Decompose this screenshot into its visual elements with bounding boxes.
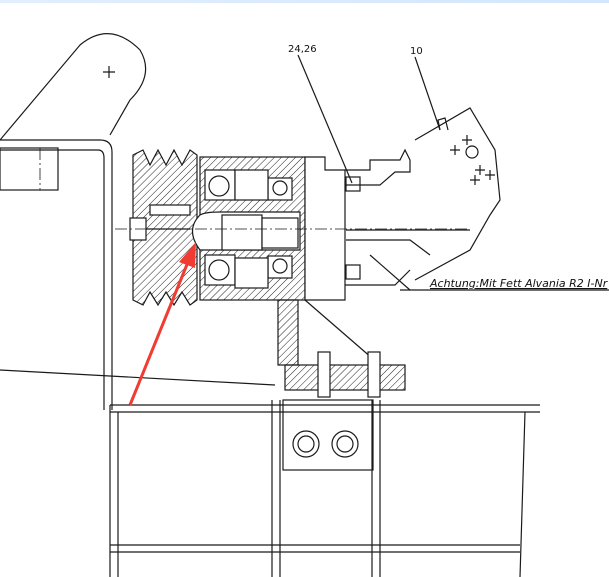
annotation-arrow bbox=[128, 242, 196, 406]
bracket-arm bbox=[0, 33, 147, 141]
bolt-bottom bbox=[345, 264, 361, 280]
hole-mark bbox=[103, 66, 115, 78]
leader-10 bbox=[414, 56, 441, 131]
left-plate bbox=[0, 147, 59, 191]
top-bar bbox=[0, 0, 609, 3]
grease-note: Achtung:Mit Fett Alvania R2 I-Nr bbox=[429, 277, 609, 290]
bearing-top-left bbox=[204, 169, 236, 201]
right-bracket bbox=[414, 107, 501, 281]
frame-left bbox=[0, 139, 113, 410]
callout-10: 10 bbox=[410, 46, 423, 57]
lower-frame bbox=[109, 400, 540, 577]
callout-24-26: 24,26 bbox=[288, 44, 317, 55]
bolt-top bbox=[345, 176, 361, 192]
pulley bbox=[132, 148, 198, 307]
flange bbox=[304, 156, 346, 301]
support-post bbox=[277, 299, 299, 366]
leader-24-26 bbox=[297, 54, 353, 184]
mount-plate bbox=[284, 364, 406, 391]
leader-left bbox=[0, 369, 276, 386]
